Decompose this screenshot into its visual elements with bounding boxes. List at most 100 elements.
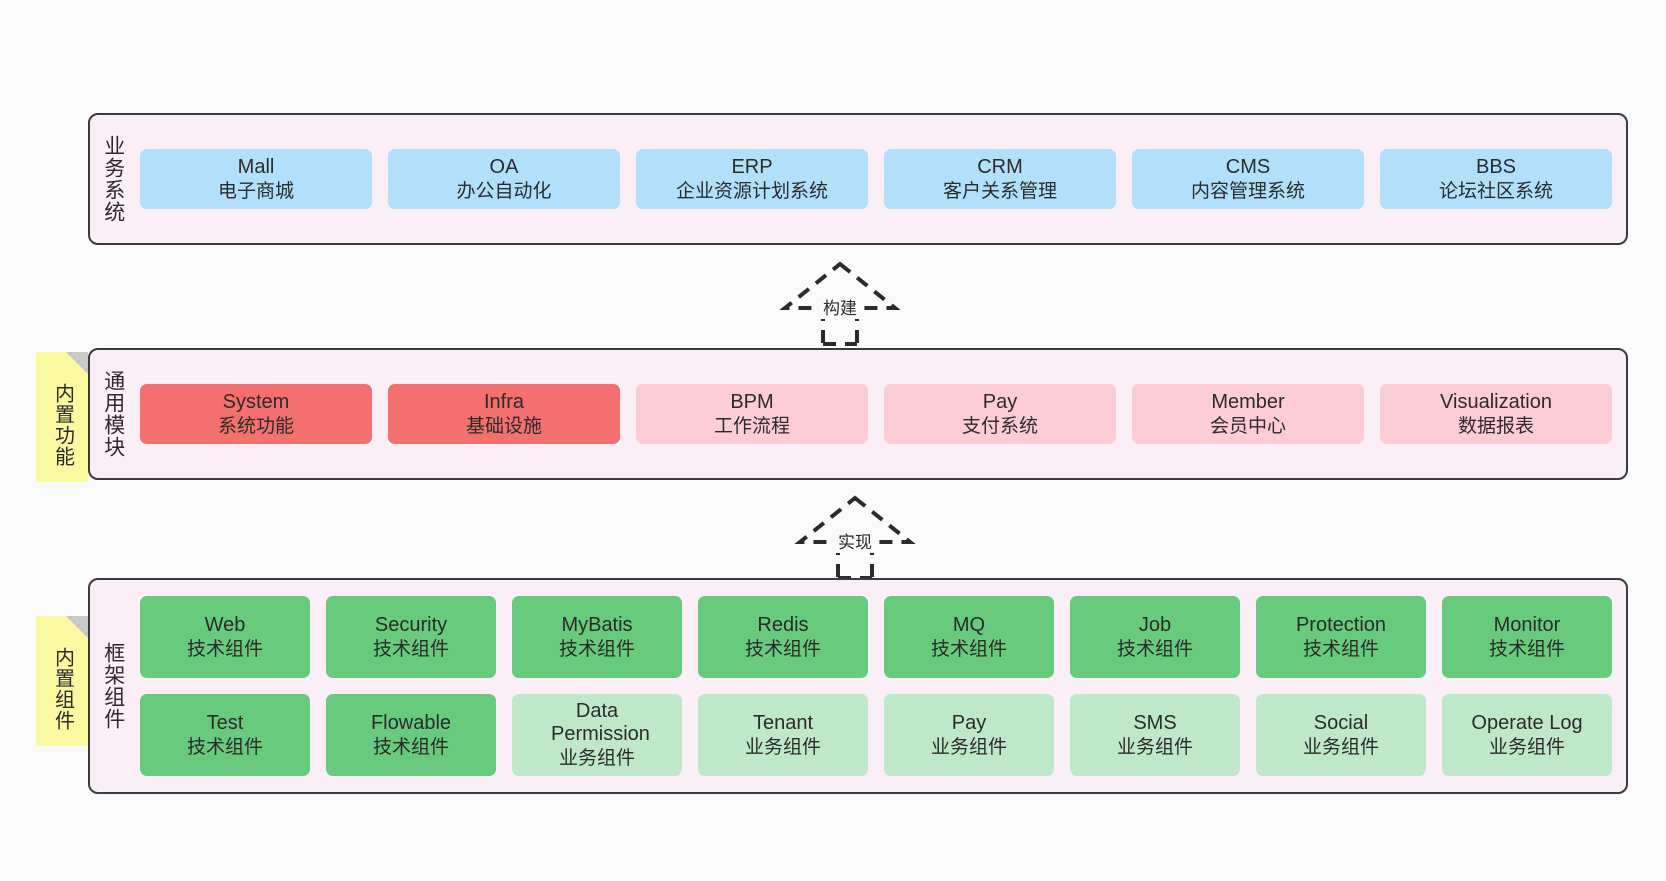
node-subtitle: 技术组件 [1302,638,1379,660]
connector-label: 构建 [820,294,860,319]
node-title: BBS [1475,156,1517,179]
node-title: Member [1211,391,1285,414]
node-row: System 系统功能 Infra 基础设施 BPM 工作流程 Pay 支付系统… [140,384,1612,444]
node-row: Test 技术组件 Flowable 技术组件 Data Permission … [140,694,1612,776]
node-title: Protection [1295,614,1387,637]
node-oa[interactable]: OA 办公自动化 [388,149,620,209]
node-title: Flowable [370,712,452,735]
node-title: MQ [952,614,986,637]
node-subtitle: 业务组件 [1488,736,1565,758]
node-subtitle: 数据报表 [1457,415,1534,437]
node-security[interactable]: Security 技术组件 [326,596,496,678]
connector-build: 构建 [745,256,935,346]
node-cms[interactable]: CMS 内容管理系统 [1132,149,1364,209]
node-title: Mall [237,156,275,179]
node-erp[interactable]: ERP 企业资源计划系统 [636,149,868,209]
node-subtitle: 电子商城 [217,180,294,202]
node-title: Pay [951,712,987,735]
node-title: Pay [982,391,1018,414]
node-sms[interactable]: SMS 业务组件 [1070,694,1240,776]
layer-common-modules: 通用模块 System 系统功能 Infra 基础设施 BPM 工作流程 Pay… [88,348,1628,480]
sticky-note-builtin-component: 内置组件 [36,616,88,746]
node-title: Test [206,712,244,735]
node-subtitle: 技术组件 [1116,638,1193,660]
node-protection[interactable]: Protection 技术组件 [1256,596,1426,678]
node-title: Web [204,614,246,637]
node-subtitle: 会员中心 [1209,415,1286,437]
connector-label: 实现 [835,528,875,553]
node-title: OA [489,156,519,179]
node-title: Visualization [1440,391,1552,414]
node-subtitle: 技术组件 [930,638,1007,660]
node-title: Data Permission [551,699,650,746]
node-visualization[interactable]: Visualization 数据报表 [1380,384,1612,444]
node-title: CMS [1225,156,1271,179]
node-subtitle: 技术组件 [1488,638,1565,660]
node-system[interactable]: System 系统功能 [140,384,372,444]
node-title: CRM [977,156,1023,179]
node-subtitle: 技术组件 [372,638,449,660]
connector-implement: 实现 [760,490,950,580]
folded-corner-icon [66,352,88,374]
node-monitor[interactable]: Monitor 技术组件 [1442,596,1612,678]
node-title: BPM [730,391,774,414]
layer-title-modules: 通用模块 [101,370,125,458]
node-subtitle: 业务组件 [1302,736,1379,758]
node-title: Social [1313,712,1369,735]
node-infra[interactable]: Infra 基础设施 [388,384,620,444]
sticky-note-label: 内置功能 [51,383,74,467]
node-job[interactable]: Job 技术组件 [1070,596,1240,678]
node-pay-module[interactable]: Pay 支付系统 [884,384,1116,444]
node-subtitle: 技术组件 [186,638,263,660]
node-title: System [222,391,290,414]
node-bbs[interactable]: BBS 论坛社区系统 [1380,149,1612,209]
arrowhead-triangle-icon [794,495,916,544]
node-title: MyBatis [561,614,633,637]
node-redis[interactable]: Redis 技术组件 [698,596,868,678]
layer-title-business: 业务系统 [101,135,125,223]
node-test[interactable]: Test 技术组件 [140,694,310,776]
sticky-note-label: 内置组件 [51,647,74,731]
node-subtitle: 业务组件 [930,736,1007,758]
node-mall[interactable]: Mall 电子商城 [140,149,372,209]
node-subtitle: 技术组件 [186,736,263,758]
node-mq[interactable]: MQ 技术组件 [884,596,1054,678]
node-subtitle: 办公自动化 [456,180,552,202]
node-title: SMS [1133,712,1177,735]
node-web[interactable]: Web 技术组件 [140,596,310,678]
node-title: ERP [731,156,773,179]
node-title: Infra [483,391,525,414]
node-title: Job [1138,614,1172,637]
node-title: Operate Log [1471,712,1583,735]
arrowhead-triangle-icon [779,261,901,310]
node-pay-component[interactable]: Pay 业务组件 [884,694,1054,776]
node-crm[interactable]: CRM 客户关系管理 [884,149,1116,209]
layer-body-modules: System 系统功能 Infra 基础设施 BPM 工作流程 Pay 支付系统… [136,350,1626,478]
node-mybatis[interactable]: MyBatis 技术组件 [512,596,682,678]
node-row: Web 技术组件 Security 技术组件 MyBatis 技术组件 Redi… [140,596,1612,678]
node-flowable[interactable]: Flowable 技术组件 [326,694,496,776]
layer-framework-components: 框架组件 Web 技术组件 Security 技术组件 MyBatis 技术组件… [88,578,1628,794]
node-bpm[interactable]: BPM 工作流程 [636,384,868,444]
node-data-permission[interactable]: Data Permission 业务组件 [512,694,682,776]
node-tenant[interactable]: Tenant 业务组件 [698,694,868,776]
node-row: Mall 电子商城 OA 办公自动化 ERP 企业资源计划系统 CRM 客户关系… [140,149,1612,209]
layer-body-business: Mall 电子商城 OA 办公自动化 ERP 企业资源计划系统 CRM 客户关系… [136,115,1626,243]
node-title: Tenant [752,712,814,735]
node-operate-log[interactable]: Operate Log 业务组件 [1442,694,1612,776]
node-subtitle: 客户关系管理 [942,180,1057,202]
sticky-note-builtin-function: 内置功能 [36,352,88,482]
node-subtitle: 技术组件 [744,638,821,660]
folded-corner-icon [66,616,88,638]
node-subtitle: 工作流程 [713,415,790,437]
node-subtitle: 内容管理系统 [1190,180,1305,202]
node-member[interactable]: Member 会员中心 [1132,384,1364,444]
layer-business-systems: 业务系统 Mall 电子商城 OA 办公自动化 ERP 企业资源计划系统 CRM… [88,113,1628,245]
node-subtitle: 基础设施 [465,415,542,437]
node-subtitle: 论坛社区系统 [1438,180,1553,202]
layer-title-framework: 框架组件 [101,642,125,730]
node-subtitle: 支付系统 [961,415,1038,437]
node-title: Redis [757,614,809,637]
node-social[interactable]: Social 业务组件 [1256,694,1426,776]
